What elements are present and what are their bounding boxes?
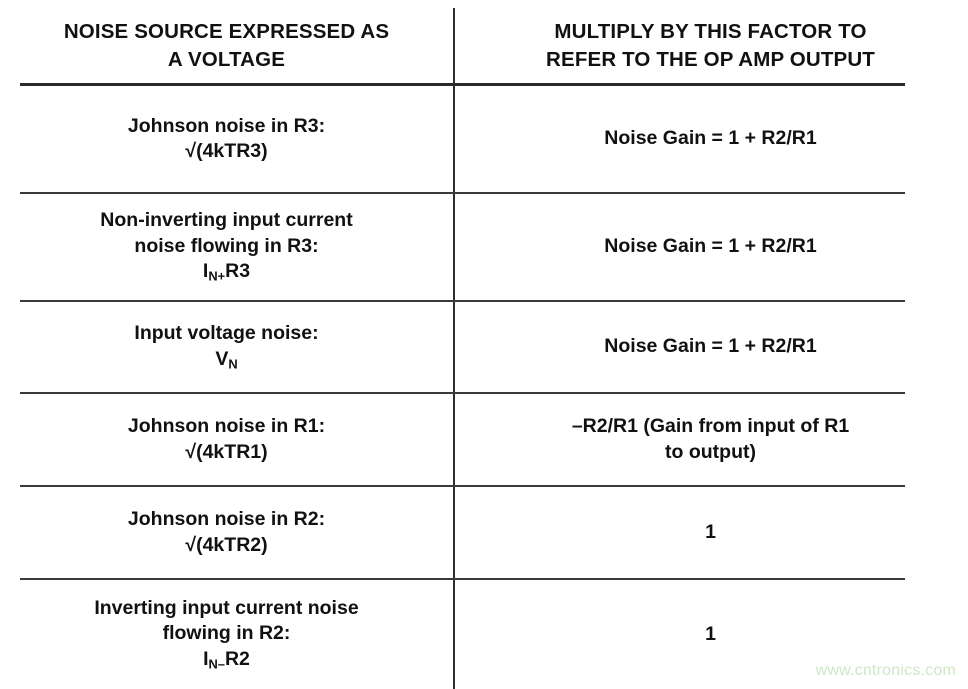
source-line-1: Input voltage noise: bbox=[134, 322, 319, 345]
table-row: Non-inverting input current noise flowin… bbox=[0, 194, 968, 300]
column-divider bbox=[453, 8, 455, 689]
header-left-line-2: A VOLTAGE bbox=[167, 47, 286, 71]
cell-noise-source: Johnson noise in R2: √(4kTR2) bbox=[0, 487, 453, 578]
source-line-2: noise flowing in R3: bbox=[134, 234, 319, 257]
header-left-line-1: NOISE SOURCE EXPRESSED AS bbox=[63, 20, 390, 44]
cell-multiply-factor: Noise Gain = 1 + R2/R1 bbox=[453, 194, 968, 300]
source-line-1: Non-inverting input current bbox=[100, 209, 353, 232]
cell-multiply-factor: 1 bbox=[453, 487, 968, 578]
header-cell-noise-source: NOISE SOURCE EXPRESSED AS A VOLTAGE bbox=[0, 8, 453, 83]
row-separator-rule bbox=[20, 392, 905, 394]
source-line-2: √(4kTR2) bbox=[185, 533, 268, 556]
header-right-line-2: REFER TO THE OP AMP OUTPUT bbox=[546, 47, 875, 71]
table-row: Input voltage noise: VN Noise Gain = 1 +… bbox=[0, 302, 968, 392]
row-separator-rule bbox=[20, 578, 905, 580]
factor-line-1: 1 bbox=[705, 520, 716, 543]
cell-noise-source: Input voltage noise: VN bbox=[0, 302, 453, 392]
header-separator-rule bbox=[20, 83, 905, 86]
table-row: Inverting input current noise flowing in… bbox=[0, 580, 968, 689]
source-line-2-formula: VN bbox=[215, 347, 238, 372]
cell-multiply-factor: Noise Gain = 1 + R2/R1 bbox=[453, 86, 968, 192]
site-watermark: www.cntronics.com bbox=[815, 662, 956, 679]
factor-line-1: Noise Gain = 1 + R2/R1 bbox=[604, 335, 817, 358]
row-separator-rule bbox=[20, 485, 905, 487]
factor-line-1: –R2/R1 (Gain from input of R1 bbox=[571, 415, 850, 438]
row-separator-rule bbox=[20, 192, 905, 194]
cell-noise-source: Johnson noise in R1: √(4kTR1) bbox=[0, 394, 453, 485]
cell-multiply-factor: 1 bbox=[453, 580, 968, 689]
factor-line-1: 1 bbox=[705, 622, 716, 645]
table-header-row: NOISE SOURCE EXPRESSED AS A VOLTAGE MULT… bbox=[0, 8, 968, 83]
source-line-1: Johnson noise in R2: bbox=[127, 508, 326, 531]
cell-noise-source: Non-inverting input current noise flowin… bbox=[0, 194, 453, 300]
table-row: Johnson noise in R1: √(4kTR1) –R2/R1 (Ga… bbox=[0, 394, 968, 485]
table-row: Johnson noise in R2: √(4kTR2) 1 bbox=[0, 487, 968, 578]
factor-line-2: to output) bbox=[665, 440, 756, 463]
table-row: Johnson noise in R3: √(4kTR3) Noise Gain… bbox=[0, 86, 968, 192]
row-separator-rule bbox=[20, 300, 905, 302]
source-line-3-formula: IN+R3 bbox=[202, 260, 251, 284]
header-cell-multiply-factor: MULTIPLY BY THIS FACTOR TO REFER TO THE … bbox=[453, 8, 968, 83]
cell-multiply-factor: Noise Gain = 1 + R2/R1 bbox=[453, 302, 968, 392]
header-right-line-1: MULTIPLY BY THIS FACTOR TO bbox=[554, 20, 867, 44]
source-line-1: Johnson noise in R1: bbox=[127, 415, 326, 438]
source-line-1: Johnson noise in R3: bbox=[127, 114, 326, 137]
source-line-2: √(4kTR1) bbox=[185, 440, 268, 463]
cell-noise-source: Johnson noise in R3: √(4kTR3) bbox=[0, 86, 453, 192]
source-line-2: flowing in R2: bbox=[162, 622, 291, 645]
source-line-1: Inverting input current noise bbox=[94, 596, 359, 619]
factor-line-1: Noise Gain = 1 + R2/R1 bbox=[604, 127, 817, 150]
factor-line-1: Noise Gain = 1 + R2/R1 bbox=[604, 235, 817, 258]
cell-noise-source: Inverting input current noise flowing in… bbox=[0, 580, 453, 689]
source-line-3-formula: IN–R2 bbox=[203, 647, 250, 672]
cell-multiply-factor: –R2/R1 (Gain from input of R1 to output) bbox=[453, 394, 968, 485]
source-line-2: √(4kTR3) bbox=[185, 140, 268, 162]
